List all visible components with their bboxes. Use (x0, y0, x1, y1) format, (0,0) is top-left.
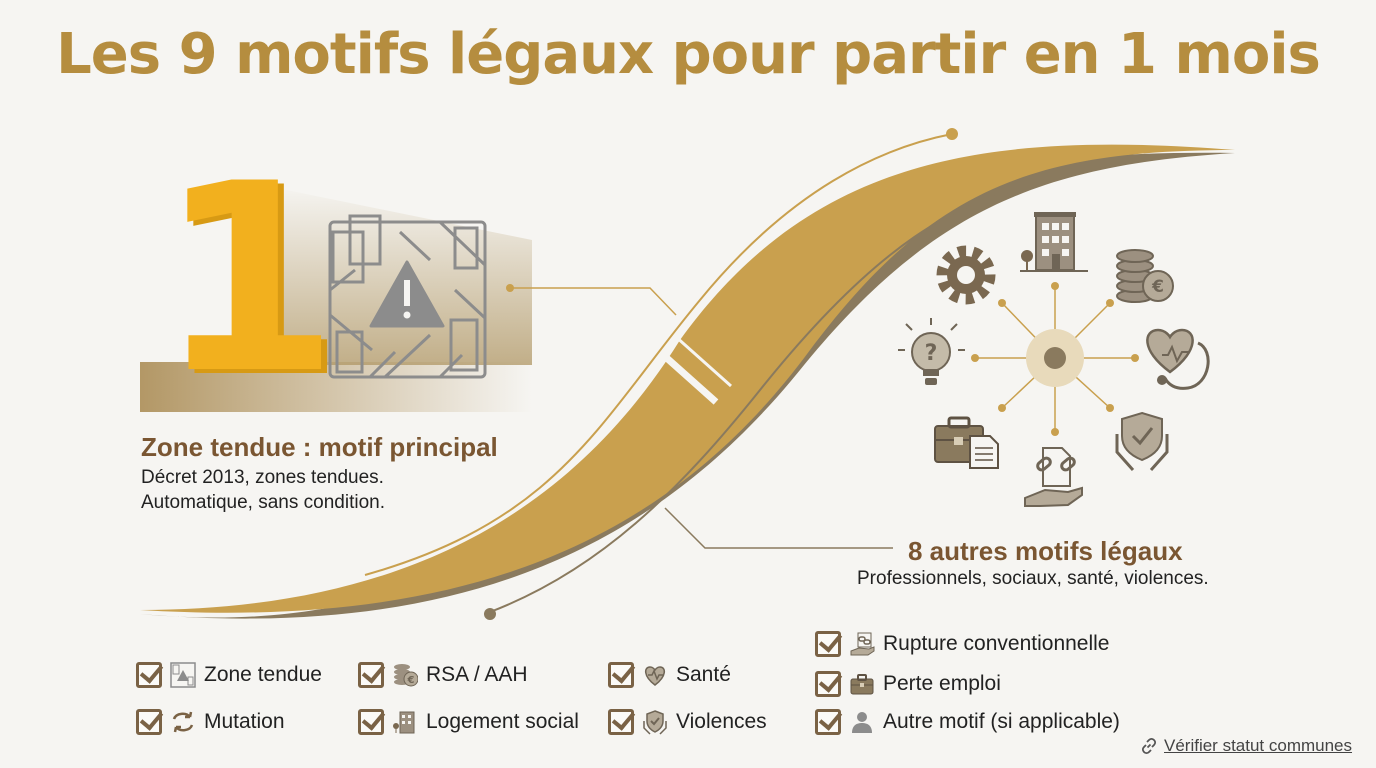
lightbulb-question-icon: ? (898, 318, 965, 385)
checklist-item-violences: Violences (608, 705, 767, 739)
checkbox-checked (815, 671, 841, 697)
radial-nodes (971, 282, 1139, 436)
checklist-item-mutation: Mutation (136, 705, 285, 739)
checklist-item-rupture-conventionnelle: Rupture conventionnelle (815, 627, 1110, 661)
ribbon-outline-bottom (489, 185, 1036, 613)
coins-euro-icon: € (394, 664, 418, 687)
primary-heading: Zone tendue : motif principal (141, 432, 498, 462)
checklist-item-rsa-aah: € RSA / AAH (358, 658, 528, 692)
broken-chain-hand-icon (850, 632, 875, 656)
ribbon-dot-top (946, 128, 958, 140)
others-subtitle: Professionnels, sociaux, santé, violence… (857, 568, 1209, 589)
checkbox-checked (136, 709, 162, 735)
svg-text:€: € (1151, 277, 1164, 297)
checklist-item-zone-tendue: Zone tendue (136, 658, 322, 692)
gear-icon (936, 245, 996, 305)
checklist-label: Mutation (204, 710, 285, 733)
shield-hands-icon (1115, 411, 1169, 471)
svg-text:€: € (407, 675, 415, 686)
checkbox-checked (815, 709, 841, 735)
briefcase-icon (850, 674, 874, 695)
coins-euro-icon: € (1116, 249, 1174, 303)
others-heading: 8 autres motifs légaux (908, 536, 1183, 566)
verify-communes-link-label[interactable]: Vérifier statut communes (1164, 736, 1353, 755)
ribbon-cut-a (657, 349, 719, 405)
shield-hands-icon (643, 710, 667, 735)
city-warning-icon (328, 214, 487, 379)
checkbox-checked (358, 709, 384, 735)
link-icon (1141, 737, 1157, 755)
primary-number: 1 (158, 129, 339, 431)
checkbox-checked (815, 631, 841, 657)
checklist-label: Logement social (426, 710, 579, 733)
checklist-label: RSA / AAH (426, 663, 528, 686)
checklist-item-autre-motif: Autre motif (si applicable) (815, 705, 1120, 739)
radial-hub (1044, 347, 1066, 369)
checkbox-checked (608, 709, 634, 735)
checklist-label: Violences (676, 710, 767, 733)
person-icon (852, 712, 872, 733)
page-title: Les 9 motifs légaux pour partir en 1 moi… (56, 22, 1321, 87)
briefcase-document-icon (934, 416, 999, 469)
city-warning-icon (170, 662, 196, 688)
ribbon-dot-bottom (484, 608, 496, 620)
primary-line-2: Automatique, sans condition. (141, 492, 385, 513)
checklist-label: Zone tendue (204, 663, 322, 686)
heart-stethoscope-icon (1146, 328, 1210, 390)
checkbox-checked (358, 662, 384, 688)
checklist-label: Autre motif (si applicable) (883, 710, 1120, 733)
primary-line-1: Décret 2013, zones tendues. (141, 467, 384, 488)
heart-icon (645, 666, 665, 686)
connector-left (510, 287, 677, 316)
ribbon-outline-top (364, 133, 953, 576)
checkbox-checked (608, 662, 634, 688)
checklist-item-logement-social: Logement social (358, 705, 579, 739)
broken-chain-hand-icon (1024, 447, 1083, 507)
checklist-label: Rupture conventionnelle (883, 632, 1110, 655)
verify-communes-link[interactable]: Vérifier statut communes (1140, 736, 1352, 756)
connector-right (664, 507, 893, 549)
checklist-label: Perte emploi (883, 672, 1001, 695)
building-icon (1020, 212, 1088, 272)
swap-arrows-icon (172, 711, 194, 733)
checklist-item-sante: Santé (608, 658, 731, 692)
svg-text:?: ? (925, 341, 938, 366)
checklist-label: Santé (676, 663, 731, 686)
ribbon-cut-b (674, 334, 732, 388)
checkbox-checked (136, 662, 162, 688)
building-icon (393, 711, 415, 734)
checklist-item-perte-emploi: Perte emploi (815, 667, 1001, 701)
